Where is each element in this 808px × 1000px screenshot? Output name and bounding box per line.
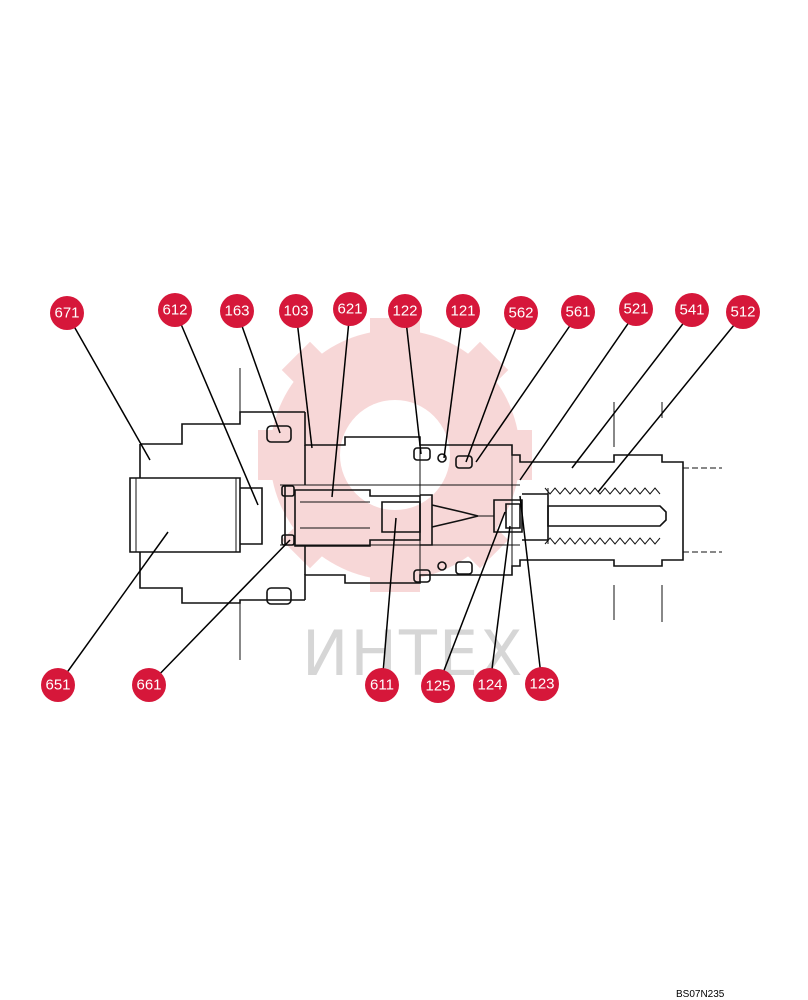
callout-121[interactable]: 121 — [446, 294, 480, 328]
svg-text:612: 612 — [162, 302, 187, 319]
watermark-gear-icon — [258, 318, 532, 592]
callout-621[interactable]: 621 — [333, 292, 367, 326]
callout-561[interactable]: 561 — [561, 295, 595, 329]
callout-103[interactable]: 103 — [279, 294, 313, 328]
callout-562[interactable]: 562 — [504, 296, 538, 330]
svg-text:124: 124 — [477, 677, 502, 694]
callouts-bottom: 651 661 611 125 124 123 — [41, 667, 559, 703]
callout-512[interactable]: 512 — [726, 295, 760, 329]
callout-611[interactable]: 611 — [365, 668, 399, 702]
callouts-top: 671 612 163 103 621 122 121 562 — [50, 292, 760, 330]
svg-text:541: 541 — [679, 302, 704, 319]
svg-text:621: 621 — [337, 301, 362, 318]
callout-125[interactable]: 125 — [421, 669, 455, 703]
svg-text:521: 521 — [623, 301, 648, 318]
svg-text:661: 661 — [136, 677, 161, 694]
callout-612[interactable]: 612 — [158, 293, 192, 327]
svg-text:671: 671 — [54, 305, 79, 322]
callout-124[interactable]: 124 — [473, 668, 507, 702]
svg-text:611: 611 — [370, 677, 394, 694]
svg-text:562: 562 — [508, 305, 533, 322]
svg-text:561: 561 — [565, 304, 590, 321]
leader-lines — [57, 309, 744, 687]
svg-text:123: 123 — [529, 676, 554, 693]
valve-housing — [129, 368, 722, 660]
callout-123[interactable]: 123 — [525, 667, 559, 701]
drawing-code: BS07N235 — [676, 989, 725, 1000]
callout-651[interactable]: 651 — [41, 668, 75, 702]
callout-521[interactable]: 521 — [619, 292, 653, 326]
callout-122[interactable]: 122 — [388, 294, 422, 328]
callout-661[interactable]: 661 — [132, 668, 166, 702]
callout-671[interactable]: 671 — [50, 296, 84, 330]
svg-text:122: 122 — [392, 303, 417, 320]
callout-163[interactable]: 163 — [220, 294, 254, 328]
svg-text:163: 163 — [224, 303, 249, 320]
svg-text:121: 121 — [450, 303, 475, 320]
svg-text:125: 125 — [425, 678, 450, 695]
callout-541[interactable]: 541 — [675, 293, 709, 327]
svg-text:103: 103 — [283, 303, 308, 320]
svg-text:512: 512 — [730, 304, 755, 321]
svg-text:651: 651 — [45, 677, 70, 694]
